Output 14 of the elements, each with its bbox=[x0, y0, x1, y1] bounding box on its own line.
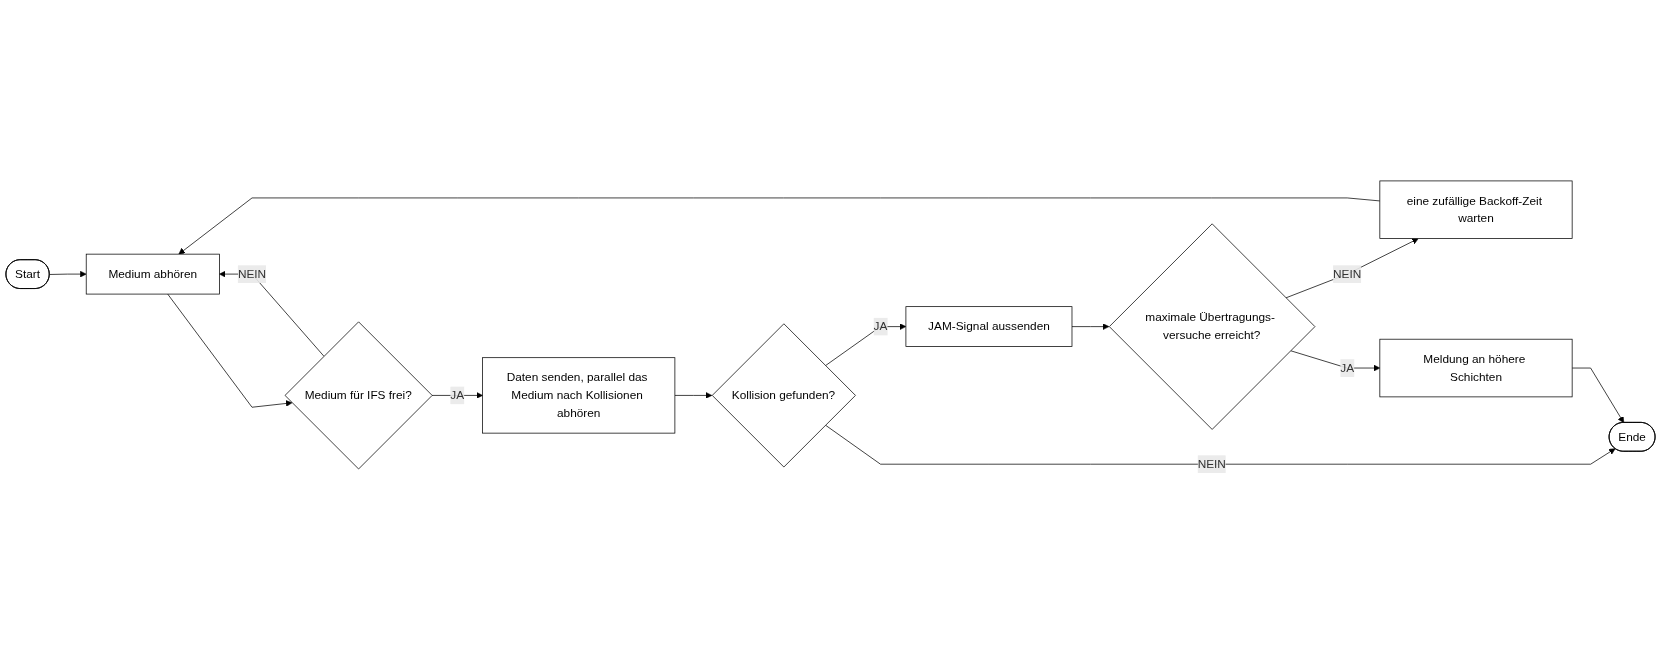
node-box: Meldung an höhere Schichten bbox=[1379, 338, 1573, 397]
edge-label: NEIN bbox=[237, 266, 267, 280]
edge-label: JA bbox=[873, 319, 888, 333]
node-diamond: Kollision gefunden? bbox=[711, 322, 856, 467]
node-box: Medium abhören bbox=[85, 253, 220, 294]
node-box: JAM-Signal aussenden bbox=[905, 305, 1073, 347]
node-diamond: maximale Übertragungs- versuche erreicht? bbox=[1108, 222, 1316, 430]
edge-label: NEIN bbox=[1333, 266, 1362, 280]
node-box: eine zufällige Backoff-Zeit warten bbox=[1379, 180, 1573, 239]
edge-label: JA bbox=[1340, 360, 1355, 374]
node-diamond: Medium für IFS frei? bbox=[284, 320, 433, 469]
edge-label: JA bbox=[450, 388, 465, 401]
edge-label: NEIN bbox=[1197, 457, 1226, 470]
node-box: Daten senden, parallel das Medium nach Kollisionen abhören bbox=[482, 356, 676, 433]
